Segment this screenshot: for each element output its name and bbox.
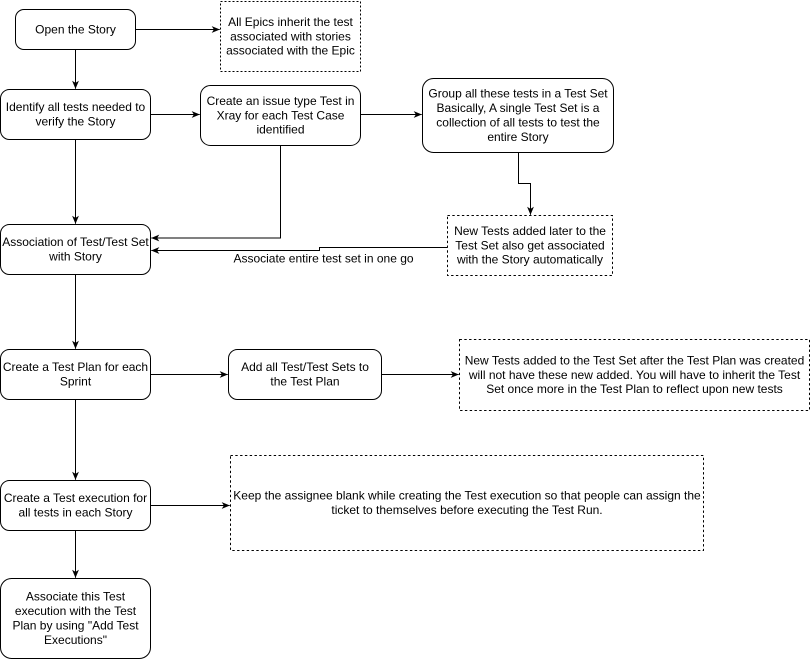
svg-text:Associate entire test set in o: Associate entire test set in one go [233,252,413,266]
svg-text:Group all these tests in a Tes: Group all these tests in a Test SetBasic… [428,87,608,144]
svg-text:Keep the assignee blank while: Keep the assignee blank while creating t… [233,489,701,517]
svg-text:Open the Story: Open the Story [35,22,116,36]
svg-text:New Tests added to the Test Se: New Tests added to the Test Set after th… [465,353,805,396]
